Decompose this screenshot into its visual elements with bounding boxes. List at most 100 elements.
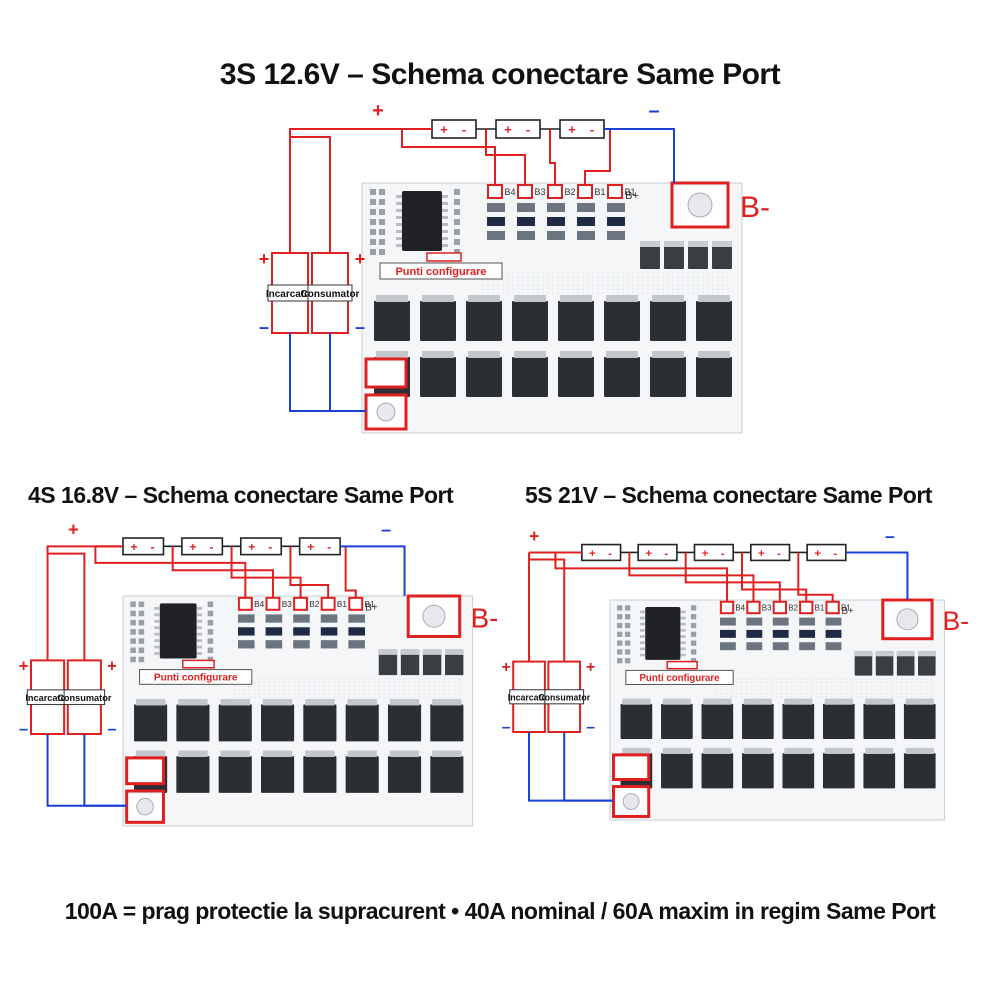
balance-pad <box>577 184 593 199</box>
consumer-box-label: Consumator <box>57 693 112 703</box>
ic-pin <box>154 613 160 617</box>
mosfet <box>782 753 815 789</box>
smd-component <box>772 629 789 638</box>
mosfet-tab <box>262 699 293 706</box>
balance-tap-wire <box>344 546 357 598</box>
smd-component <box>547 217 565 226</box>
mosfet-tab <box>347 750 377 757</box>
header-pin <box>370 229 376 235</box>
mosfet <box>176 756 210 793</box>
ic-pin <box>680 629 686 632</box>
mosfet <box>701 703 734 740</box>
mosfet <box>661 703 693 740</box>
header-pin <box>379 209 385 215</box>
charger-box-negative-wire <box>46 734 127 807</box>
mosfet-tab <box>662 698 691 705</box>
ic-pin <box>680 616 686 620</box>
header-pin <box>454 249 460 255</box>
mosfet <box>822 753 855 789</box>
balance-pad <box>746 600 761 615</box>
ic-pin <box>154 639 160 642</box>
header-pin <box>617 631 623 637</box>
ic-pin <box>442 195 448 198</box>
ic-pin <box>639 629 646 632</box>
mosfet-tab <box>178 699 208 706</box>
cell-plus-sign: + <box>814 548 821 560</box>
mosfet-tab <box>560 351 592 358</box>
header-pin <box>624 614 631 620</box>
header-pin <box>138 610 145 617</box>
mosfet <box>430 756 464 793</box>
header-pin <box>624 640 631 646</box>
smd-component <box>517 217 535 226</box>
battery-cell <box>693 543 734 562</box>
battery-cell <box>181 537 224 556</box>
smd-component <box>577 203 595 212</box>
ic-pin <box>680 647 686 651</box>
ic-pin <box>442 230 448 233</box>
diode-band <box>378 649 398 655</box>
header-pin <box>624 658 631 664</box>
bplus-label: B+ <box>365 603 378 614</box>
header-pin <box>370 209 376 215</box>
balance-pad <box>487 184 503 199</box>
ic-pin <box>154 619 160 623</box>
header-pin <box>130 638 136 644</box>
mosfet <box>176 704 210 742</box>
diode-band <box>896 651 915 657</box>
smd-component <box>772 617 789 626</box>
mosfet-tab <box>824 698 853 705</box>
mosfet <box>558 357 594 397</box>
header-pin <box>207 647 214 654</box>
diode-band <box>712 241 732 247</box>
header-pin <box>617 640 623 646</box>
power-diode <box>875 651 894 676</box>
balance-pin-label: B2 <box>564 187 575 197</box>
smd-component <box>293 614 310 623</box>
config-label: Punti configurare <box>639 673 720 684</box>
config-label-box <box>139 669 253 685</box>
mosfet <box>134 704 168 742</box>
balance-pad <box>607 184 623 199</box>
mosfet-tab <box>262 750 293 757</box>
balance-pad <box>719 600 735 615</box>
balance-pad <box>799 600 814 615</box>
mosfet-tab <box>743 747 772 754</box>
mosfet <box>782 703 815 740</box>
charger-box-plus: + <box>19 656 29 675</box>
smd-component <box>320 640 338 649</box>
config-label: Punti configurare <box>154 673 238 684</box>
mosfet <box>696 357 732 397</box>
ic-pin <box>396 244 402 247</box>
header-pin <box>624 605 631 611</box>
mosfet-tab <box>865 698 894 705</box>
ic-pin <box>680 610 686 614</box>
smd-component <box>293 627 310 636</box>
diode-band <box>400 649 420 655</box>
header-pin <box>207 619 214 626</box>
balance-tap-wire <box>549 129 556 185</box>
output-hole <box>136 797 154 816</box>
header-pin <box>454 219 460 225</box>
mosfet-tab <box>824 747 853 754</box>
diode-band <box>640 241 660 247</box>
diode-band <box>422 649 442 655</box>
header-pin <box>454 189 460 195</box>
header-pin <box>454 239 460 245</box>
ic-pin <box>396 209 402 212</box>
power-diode <box>664 241 684 269</box>
mosfet-tab <box>698 351 730 358</box>
mosfet-tab <box>468 351 500 358</box>
power-diode <box>688 241 708 269</box>
balance-pin-label: B4 <box>504 187 515 197</box>
mosfet <box>903 703 936 740</box>
ic-pin <box>396 195 402 198</box>
smd-component <box>799 629 816 638</box>
header-pin <box>690 640 697 646</box>
smd-component <box>293 640 310 649</box>
mosfet <box>903 753 936 789</box>
ic-pin <box>639 653 646 657</box>
ic-pin <box>639 635 646 638</box>
mosfet-tab <box>622 747 651 754</box>
